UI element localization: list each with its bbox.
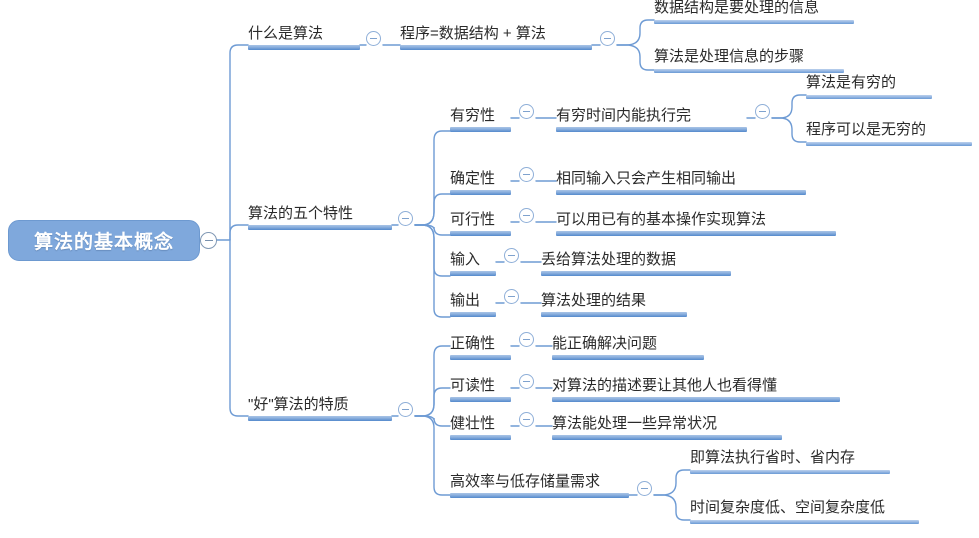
topic-label: 算法处理的结果 bbox=[541, 292, 647, 309]
collapse-toggle-feasibility[interactable] bbox=[519, 208, 534, 223]
topic-label: 可行性 bbox=[450, 211, 496, 228]
topic-underline bbox=[450, 355, 511, 360]
topic-label: 相同输入只会产生相同输出 bbox=[556, 170, 737, 187]
collapse-toggle-five-properties[interactable] bbox=[398, 211, 413, 226]
collapse-toggle-finite-time-execution[interactable] bbox=[755, 104, 770, 119]
topic-underline bbox=[806, 95, 932, 99]
topic-underline bbox=[450, 312, 496, 317]
topic-label: 高效率与低存储量需求 bbox=[450, 473, 601, 490]
topic-underline bbox=[552, 435, 782, 440]
topic-label: 程序可以是无穷的 bbox=[806, 121, 927, 138]
topic-underline bbox=[806, 142, 972, 146]
topic-efficiency-low-storage[interactable]: 高效率与低存储量需求 bbox=[450, 470, 629, 498]
topic-underline bbox=[400, 45, 592, 50]
topic-underline bbox=[690, 470, 890, 474]
topic-underline bbox=[654, 69, 844, 73]
topic-output[interactable]: 输出 bbox=[450, 291, 496, 317]
topic-algorithm-result[interactable]: 算法处理的结果 bbox=[541, 291, 687, 317]
collapse-toggle-output[interactable] bbox=[504, 289, 519, 304]
topic-label: 有穷性 bbox=[450, 107, 496, 124]
topic-label: 数据结构是要处理的信息 bbox=[654, 0, 820, 16]
topic-label: 输入 bbox=[450, 251, 481, 268]
topic-underline bbox=[450, 127, 511, 132]
topic-label: 健壮性 bbox=[450, 415, 496, 432]
topic-finite-time-execution[interactable]: 有穷时间内能执行完 bbox=[556, 106, 747, 132]
topic-label: 有穷时间内能执行完 bbox=[556, 107, 692, 124]
topic-underline bbox=[450, 231, 511, 236]
topic-robustness[interactable]: 健壮性 bbox=[450, 414, 511, 440]
topic-algorithm-is-finite[interactable]: 算法是有穷的 bbox=[806, 74, 932, 99]
topic-underline bbox=[450, 397, 511, 402]
topic-underline bbox=[450, 435, 511, 440]
collapse-toggle-input[interactable] bbox=[504, 248, 519, 263]
collapse-toggle-finiteness[interactable] bbox=[519, 104, 534, 119]
topic-underline bbox=[654, 20, 854, 24]
topic-underline bbox=[552, 397, 840, 402]
topic-description-understandable[interactable]: 对算法的描述要让其他人也看得懂 bbox=[552, 376, 840, 402]
topic-underline bbox=[556, 127, 747, 132]
topic-underline bbox=[248, 45, 360, 50]
topic-low-complexity[interactable]: 时间复杂度低、空间复杂度低 bbox=[690, 499, 919, 524]
topic-underline bbox=[450, 271, 496, 276]
topic-underline bbox=[248, 416, 392, 421]
collapse-toggle-readability[interactable] bbox=[519, 374, 534, 389]
topic-label: 时间复杂度低、空间复杂度低 bbox=[690, 499, 886, 516]
collapse-toggle-good-algorithm-traits[interactable] bbox=[398, 402, 413, 417]
topic-label: 对算法的描述要让其他人也看得懂 bbox=[552, 377, 778, 394]
topic-label: "好"算法的特质 bbox=[248, 396, 349, 413]
topic-underline bbox=[690, 520, 919, 524]
topic-five-properties[interactable]: 算法的五个特性 bbox=[248, 202, 392, 230]
topic-what-is-algorithm[interactable]: 什么是算法 bbox=[248, 22, 360, 50]
collapse-toggle-correctness[interactable] bbox=[519, 332, 534, 347]
topic-finiteness[interactable]: 有穷性 bbox=[450, 106, 511, 132]
topic-label: 算法能处理一些异常状况 bbox=[552, 415, 718, 432]
topic-datastructure-is-info[interactable]: 数据结构是要处理的信息 bbox=[654, 0, 854, 24]
topic-feasibility[interactable]: 可行性 bbox=[450, 210, 511, 236]
topic-label: 可读性 bbox=[450, 377, 496, 394]
topic-use-basic-operations[interactable]: 可以用已有的基本操作实现算法 bbox=[556, 210, 836, 236]
collapse-toggle-definiteness[interactable] bbox=[519, 167, 534, 182]
root-node-label: 算法的基本概念 bbox=[33, 232, 174, 253]
topic-program-equals[interactable]: 程序=数据结构 + 算法 bbox=[400, 22, 592, 50]
topic-solves-problem-correctly[interactable]: 能正确解决问题 bbox=[552, 334, 704, 360]
topic-label: 什么是算法 bbox=[248, 25, 324, 42]
topic-label: 能正确解决问题 bbox=[552, 335, 658, 352]
topic-underline bbox=[450, 190, 511, 195]
topic-good-algorithm-traits[interactable]: "好"算法的特质 bbox=[248, 393, 392, 421]
topic-same-input-same-output[interactable]: 相同输入只会产生相同输出 bbox=[556, 169, 806, 195]
topic-underline bbox=[450, 493, 629, 498]
topic-underline bbox=[248, 225, 392, 230]
collapse-toggle-root[interactable] bbox=[200, 232, 217, 249]
topic-underline bbox=[541, 271, 731, 276]
topic-data-given-to-algorithm[interactable]: 丢给算法处理的数据 bbox=[541, 250, 731, 276]
topic-underline bbox=[556, 231, 836, 236]
topic-label: 程序=数据结构 + 算法 bbox=[400, 25, 546, 42]
topic-underline bbox=[541, 312, 687, 317]
topic-program-can-be-infinite[interactable]: 程序可以是无穷的 bbox=[806, 121, 972, 146]
collapse-toggle-program-equals[interactable] bbox=[600, 31, 615, 46]
topic-readability[interactable]: 可读性 bbox=[450, 376, 511, 402]
topic-label: 算法的五个特性 bbox=[248, 205, 354, 222]
topic-definiteness[interactable]: 确定性 bbox=[450, 169, 511, 195]
collapse-toggle-what-is-algorithm[interactable] bbox=[366, 31, 381, 46]
topic-label: 输出 bbox=[450, 292, 481, 309]
topic-label: 正确性 bbox=[450, 335, 496, 352]
topic-label: 即算法执行省时、省内存 bbox=[690, 449, 856, 466]
topic-label: 算法是有穷的 bbox=[806, 74, 897, 91]
topic-label: 确定性 bbox=[450, 170, 496, 187]
collapse-toggle-efficiency-low-storage[interactable] bbox=[637, 481, 652, 496]
topic-label: 可以用已有的基本操作实现算法 bbox=[556, 211, 767, 228]
root-node[interactable]: 算法的基本概念 bbox=[8, 220, 200, 261]
topic-algorithm-is-steps[interactable]: 算法是处理信息的步骤 bbox=[654, 48, 844, 73]
topic-correctness[interactable]: 正确性 bbox=[450, 334, 511, 360]
topic-input[interactable]: 输入 bbox=[450, 250, 496, 276]
topic-handle-exceptions[interactable]: 算法能处理一些异常状况 bbox=[552, 414, 782, 440]
collapse-toggle-robustness[interactable] bbox=[519, 412, 534, 427]
topic-label: 丢给算法处理的数据 bbox=[541, 251, 677, 268]
topic-underline bbox=[556, 190, 806, 195]
topic-label: 算法是处理信息的步骤 bbox=[654, 48, 805, 65]
topic-saves-time-memory[interactable]: 即算法执行省时、省内存 bbox=[690, 449, 890, 474]
topic-underline bbox=[552, 355, 704, 360]
